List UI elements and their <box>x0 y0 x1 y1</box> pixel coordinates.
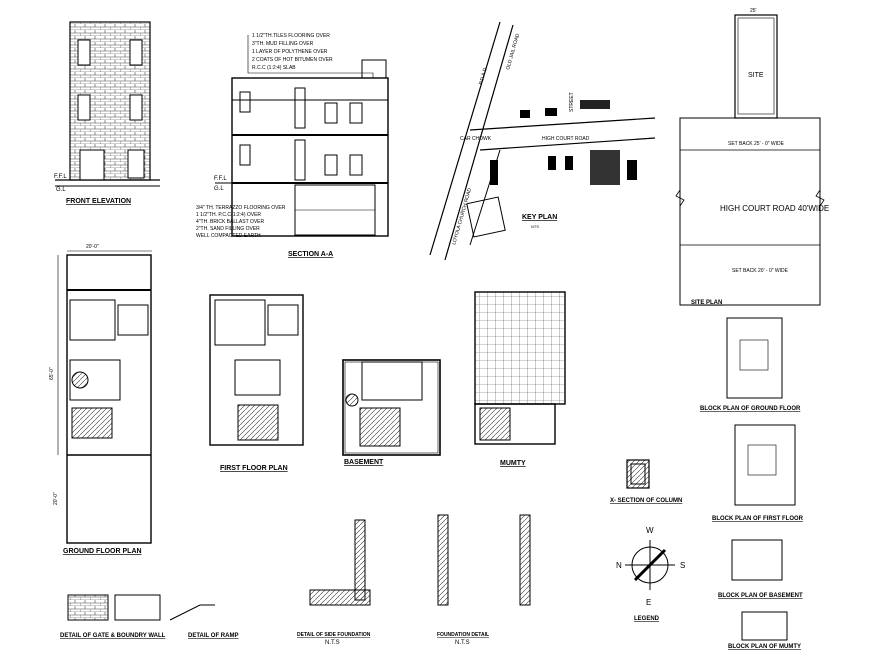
site-plan-title: SITE PLAN <box>691 300 722 306</box>
svg-text:X- SECTION OF COLUMN: X- SECTION OF COLUMN <box>610 498 682 504</box>
svg-text:65'-0": 65'-0" <box>49 367 55 380</box>
svg-text:BLOCK PLAN OF BASEMENT: BLOCK PLAN OF BASEMENT <box>718 593 803 599</box>
svg-text:BLOCK PLAN OF GROUND FLOOR: BLOCK PLAN OF GROUND FLOOR <box>700 406 801 412</box>
ground-floor-plan-title: GROUND FLOOR PLAN <box>63 548 142 555</box>
svg-text:BLOCK PLAN OF MUMTY: BLOCK PLAN OF MUMTY <box>728 644 801 650</box>
section-aa: 1 1/2"TH.TILES FLOORING OVER 3"TH. MUD F… <box>196 33 389 258</box>
svg-text:2"TH. SAND FILLING OVER: 2"TH. SAND FILLING OVER <box>196 226 260 232</box>
svg-text:G.L: G.L <box>214 186 224 192</box>
svg-text:OLD JAIL ROAD: OLD JAIL ROAD <box>505 33 521 71</box>
svg-text:1 1/2"TH.TILES FLOORING OVER: 1 1/2"TH.TILES FLOORING OVER <box>252 33 330 39</box>
key-plan-title: KEY PLAN <box>522 214 557 221</box>
svg-text:LEGEND: LEGEND <box>634 616 660 622</box>
mumty-plan: MUMTY <box>474 291 566 467</box>
svg-text:R.C.C (1:2:4) SLAB: R.C.C (1:2:4) SLAB <box>252 65 296 71</box>
section-notes-bottom: 3/4" TH. TERRAZZO FLOORING OVER 1 1/2"TH… <box>196 205 286 239</box>
svg-text:20'-0": 20'-0" <box>86 244 99 250</box>
first-floor-plan-title: FIRST FLOOR PLAN <box>220 465 288 472</box>
svg-text:NTS: NTS <box>531 224 539 229</box>
svg-text:N.T.S: N.T.S <box>325 640 340 646</box>
svg-text:E: E <box>646 598 651 607</box>
mumty-title: MUMTY <box>500 460 526 467</box>
section-notes-top: 1 1/2"TH.TILES FLOORING OVER 3"TH. MUD F… <box>247 33 374 78</box>
key-plan: P.D.A.D OLD JAIL ROAD LOYOLA CHURCH ROAD… <box>429 21 656 261</box>
svg-text:3/4" TH. TERRAZZO FLOORING OVE: 3/4" TH. TERRAZZO FLOORING OVER <box>196 205 286 211</box>
svg-text:25': 25' <box>750 8 757 14</box>
svg-text:SITE: SITE <box>748 72 764 79</box>
svg-text:N: N <box>616 561 622 570</box>
basement-title: BASEMENT <box>344 459 384 466</box>
svg-text:S: S <box>680 561 685 570</box>
svg-text:BLOCK PLAN OF FIRST FLOOR: BLOCK PLAN OF FIRST FLOOR <box>712 516 804 522</box>
svg-text:P.D.A.D: P.D.A.D <box>478 67 489 86</box>
front-elevation: F.F.L G.L FRONT ELEVATION <box>54 21 160 205</box>
svg-text:F.F.L: F.F.L <box>214 176 227 182</box>
svg-text:SET BACK 20' - 0" WIDE: SET BACK 20' - 0" WIDE <box>732 268 789 274</box>
svg-text:DETAIL OF RAMP: DETAIL OF RAMP <box>188 633 238 639</box>
front-elevation-title: FRONT ELEVATION <box>66 198 131 205</box>
svg-text:CAR CHOWK: CAR CHOWK <box>460 136 492 142</box>
ground-floor-plan: 20'-0" 65'-0" 20'-0" GROUND FLOOR PLAN <box>49 244 152 555</box>
svg-text:4"TH. BRICK BALLAST OVER: 4"TH. BRICK BALLAST OVER <box>196 219 264 225</box>
gl-mark: G.L <box>56 187 66 193</box>
svg-text:N.T.S: N.T.S <box>455 640 470 646</box>
svg-text:W: W <box>646 526 654 535</box>
first-floor-plan: FIRST FLOOR PLAN <box>209 294 304 472</box>
svg-text:1 1/2"TH. P.C.C(1:2:4) OVER: 1 1/2"TH. P.C.C(1:2:4) OVER <box>196 212 261 218</box>
svg-text:FOUNDATION DETAIL: FOUNDATION DETAIL <box>437 632 489 638</box>
section-aa-title: SECTION A-A <box>288 251 333 258</box>
svg-text:HIGH COURT ROAD: HIGH COURT ROAD <box>542 136 590 142</box>
block-plans: BLOCK PLAN OF GROUND FLOOR BLOCK PLAN OF… <box>700 317 804 650</box>
svg-text:WELL COMPACTED EARTH: WELL COMPACTED EARTH <box>196 233 261 239</box>
ffl-mark: F.F.L <box>54 174 67 180</box>
site-plan: 25' SITE SET BACK 25' - 0" WIDE HIGH COU… <box>675 8 829 306</box>
legend-compass: W N S E LEGEND <box>616 526 685 622</box>
svg-text:20'-0": 20'-0" <box>53 492 59 505</box>
svg-text:SET BACK 25' - 0" WIDE: SET BACK 25' - 0" WIDE <box>728 141 785 147</box>
column-section: X- SECTION OF COLUMN <box>610 459 682 504</box>
svg-text:HIGH COURT ROAD 40'WIDE: HIGH COURT ROAD 40'WIDE <box>720 204 829 213</box>
details: DETAIL OF GATE & BOUNDRY WALL DETAIL OF … <box>60 514 531 646</box>
svg-text:3"TH. MUD FILLING OVER: 3"TH. MUD FILLING OVER <box>252 41 314 47</box>
svg-text:STREET: STREET <box>569 92 575 112</box>
basement-plan: BASEMENT <box>342 359 441 466</box>
svg-text:DETAIL OF SIDE FOUNDATION: DETAIL OF SIDE FOUNDATION <box>297 632 371 638</box>
svg-text:DETAIL OF GATE & BOUNDRY WALL: DETAIL OF GATE & BOUNDRY WALL <box>60 633 166 639</box>
svg-text:1 LAYER OF POLYTHENE OVER: 1 LAYER OF POLYTHENE OVER <box>252 49 328 55</box>
svg-text:2 COATS OF HOT BITUMEN OVER: 2 COATS OF HOT BITUMEN OVER <box>252 57 333 63</box>
